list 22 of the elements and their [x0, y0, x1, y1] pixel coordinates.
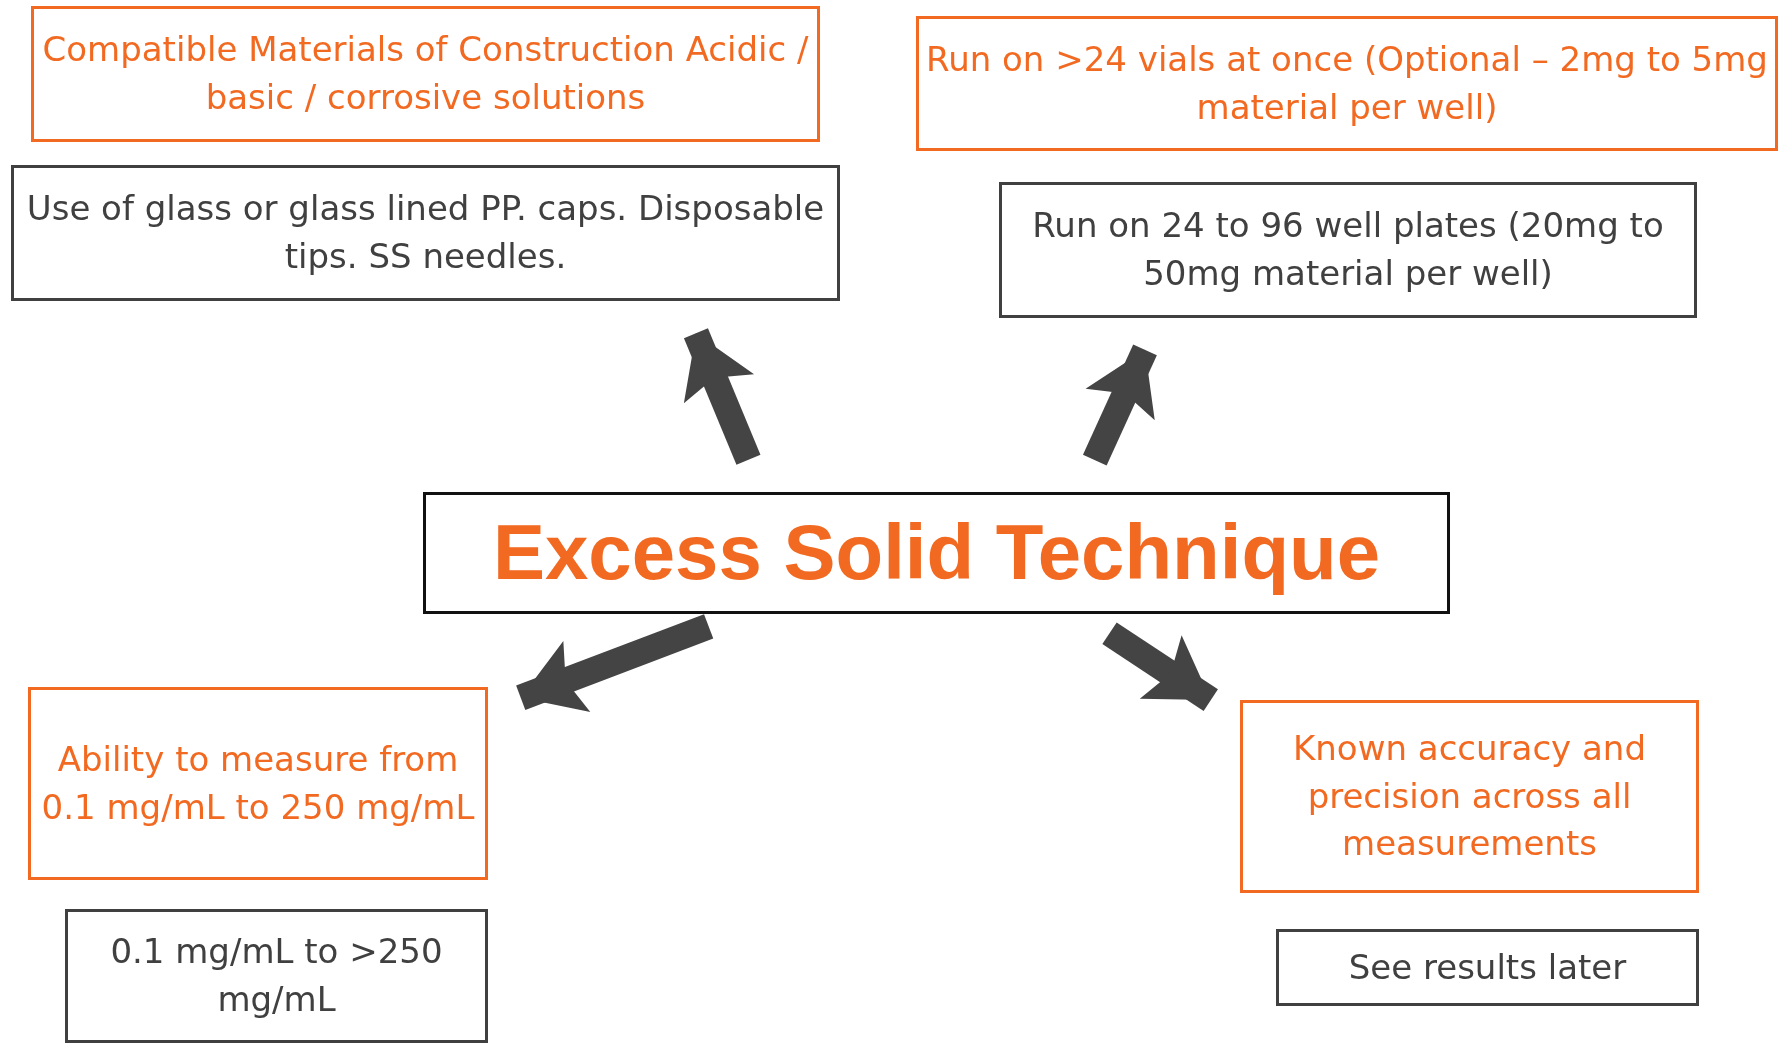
text-box — [1276, 929, 1699, 1006]
title-box — [423, 492, 1450, 614]
title: Excess Solid Technique — [492, 507, 1381, 599]
text: Run on >24 vials at once (Optional – 2mg to 5mg material per well) — [925, 37, 1769, 129]
note-box — [31, 6, 820, 142]
text: 0.1 mg/mL to >250 mg/mL — [109, 930, 444, 1021]
text: Compatible Materials of Construction Acidic / basic / corrosive solutions — [41, 28, 810, 119]
note-box — [916, 16, 1778, 151]
note-box — [28, 687, 488, 880]
block-arrow — [1082, 344, 1157, 466]
text: See results later — [1348, 945, 1627, 989]
block-arrow — [516, 614, 714, 712]
block-arrow — [683, 328, 761, 465]
text: Run on 24 to 96 well plates (20mg to 50mg material per well) — [1031, 204, 1665, 295]
text-box — [11, 165, 840, 301]
text-box — [65, 909, 488, 1043]
text: Ability to measure from 0.1 mg/mL to 250 mg/mL — [40, 737, 476, 829]
text-box — [999, 182, 1697, 318]
note-box — [1240, 700, 1699, 893]
text: Known accuracy and precision across all measurements — [1292, 727, 1647, 866]
text: Use of glass or glass lined PP. caps. Disposable tips. SS needles. — [25, 187, 826, 278]
block-arrow — [1102, 622, 1218, 711]
